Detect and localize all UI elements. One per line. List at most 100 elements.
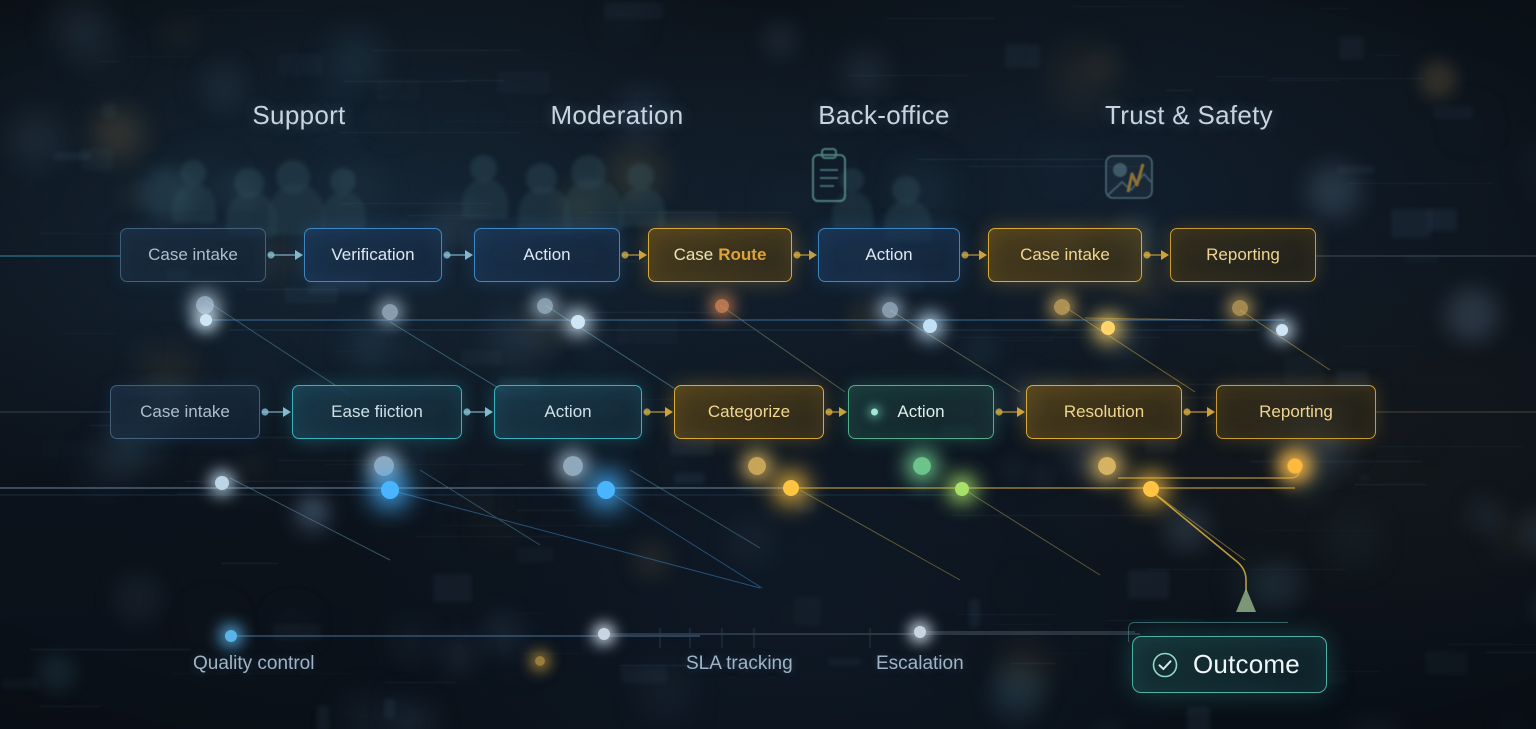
bokeh-light xyxy=(963,333,999,369)
bokeh-light xyxy=(38,654,76,692)
circuit-trace xyxy=(626,320,759,321)
circuit-block xyxy=(516,547,554,563)
silhouette-body xyxy=(172,184,216,223)
circuit-block xyxy=(1339,36,1364,60)
pipeline-node[interactable]: Case intake xyxy=(988,228,1142,282)
circuit-block xyxy=(433,574,472,602)
pipeline-node[interactable]: Categorize xyxy=(674,385,824,439)
circuit-trace xyxy=(787,319,823,320)
connector-dot xyxy=(563,456,583,476)
connector-dot xyxy=(1098,457,1116,475)
circuit-trace xyxy=(917,159,1105,160)
circuit-trace xyxy=(1347,183,1494,184)
circuit-trace xyxy=(589,312,728,313)
bokeh-light xyxy=(443,638,475,670)
bokeh-light xyxy=(648,675,683,710)
silhouette-head xyxy=(180,160,206,186)
bokeh-light xyxy=(847,301,880,334)
circuit-trace xyxy=(185,481,387,482)
circuit-trace xyxy=(1119,500,1224,501)
circuit-trace xyxy=(1071,6,1185,7)
pipeline-node[interactable]: Action xyxy=(494,385,642,439)
circuit-trace xyxy=(409,215,488,216)
bokeh-light xyxy=(203,70,230,97)
circuit-trace xyxy=(1485,652,1536,653)
circuit-trace xyxy=(315,533,424,534)
circuit-trace xyxy=(1449,674,1536,675)
pipeline-node[interactable]: Reporting xyxy=(1216,385,1376,439)
bokeh-light xyxy=(785,610,794,619)
bokeh-light xyxy=(368,105,389,126)
node-label-part-accent: Route xyxy=(718,245,767,264)
circuit-trace xyxy=(1250,461,1422,462)
node-label-part-primary: Case xyxy=(673,245,714,264)
bokeh-light xyxy=(328,33,381,86)
circuit-trace xyxy=(415,536,560,537)
circuit-trace xyxy=(514,613,543,614)
circuit-trace xyxy=(523,653,580,654)
circuit-block xyxy=(796,491,816,513)
circuit-block xyxy=(278,54,323,75)
bokeh-light xyxy=(1102,317,1143,358)
bokeh-light xyxy=(633,542,670,579)
silhouette-body xyxy=(322,192,366,231)
pipeline-node[interactable]: Case intake xyxy=(120,228,266,282)
circuit-trace xyxy=(1171,546,1239,547)
circuit-trace xyxy=(1011,663,1056,664)
bokeh-light xyxy=(1455,107,1487,139)
pipeline-node[interactable]: Case intake xyxy=(110,385,260,439)
circuit-block xyxy=(1187,707,1210,729)
bokeh-light xyxy=(912,177,948,213)
pipeline-node[interactable]: Resolution xyxy=(1026,385,1182,439)
pipeline-node[interactable]: Ease fiiction xyxy=(292,385,462,439)
bokeh-light xyxy=(1424,441,1433,450)
bokeh-light xyxy=(693,297,705,309)
circuit-trace xyxy=(1166,90,1193,91)
circuit-block xyxy=(497,71,550,94)
circuit-trace xyxy=(335,351,359,352)
bokeh-light xyxy=(1307,165,1360,218)
connector-dot xyxy=(381,481,399,499)
bokeh-light xyxy=(168,21,192,45)
outcome-label: Outcome xyxy=(1193,649,1300,679)
bokeh-light xyxy=(1001,457,1027,483)
circuit-trace xyxy=(407,53,600,54)
bokeh-light xyxy=(391,619,434,662)
bokeh-light xyxy=(790,244,804,258)
pipeline-node[interactable]: Verification xyxy=(304,228,442,282)
pipeline-node-label: Action xyxy=(523,245,571,264)
bokeh-light xyxy=(1374,384,1391,401)
pipeline-node[interactable]: Action xyxy=(818,228,960,282)
pipeline-node[interactable]: Action xyxy=(848,385,994,439)
bokeh-light xyxy=(503,632,532,661)
circuit-block xyxy=(1284,356,1324,385)
circuit-block xyxy=(580,628,602,655)
pipeline-node-label: Case intake xyxy=(140,402,230,421)
bokeh-light xyxy=(404,628,420,644)
bokeh-light xyxy=(608,4,640,36)
silhouette-head xyxy=(276,160,310,194)
column-header-back-office: Back-office xyxy=(818,100,950,130)
bokeh-light xyxy=(131,340,145,354)
circuit-block xyxy=(674,473,705,484)
connector-dot xyxy=(597,481,615,499)
connector-dot xyxy=(748,457,766,475)
bokeh-light xyxy=(1532,592,1536,625)
pipeline-node[interactable]: Action xyxy=(474,228,620,282)
bokeh-light xyxy=(1013,580,1035,602)
circuit-trace xyxy=(711,358,731,359)
bokeh-light xyxy=(20,179,38,197)
bokeh-light xyxy=(656,454,690,488)
outcome-badge[interactable]: Outcome xyxy=(1132,636,1327,693)
clipboard-icon xyxy=(812,148,846,202)
circuit-block xyxy=(1338,166,1375,173)
bokeh-light xyxy=(177,164,225,212)
bokeh-light xyxy=(1017,302,1030,315)
pipeline-node[interactable]: Reporting xyxy=(1170,228,1316,282)
bokeh-light xyxy=(1164,505,1209,550)
bokeh-light xyxy=(300,497,326,523)
bokeh-light xyxy=(123,187,140,204)
bokeh-light xyxy=(92,108,144,160)
